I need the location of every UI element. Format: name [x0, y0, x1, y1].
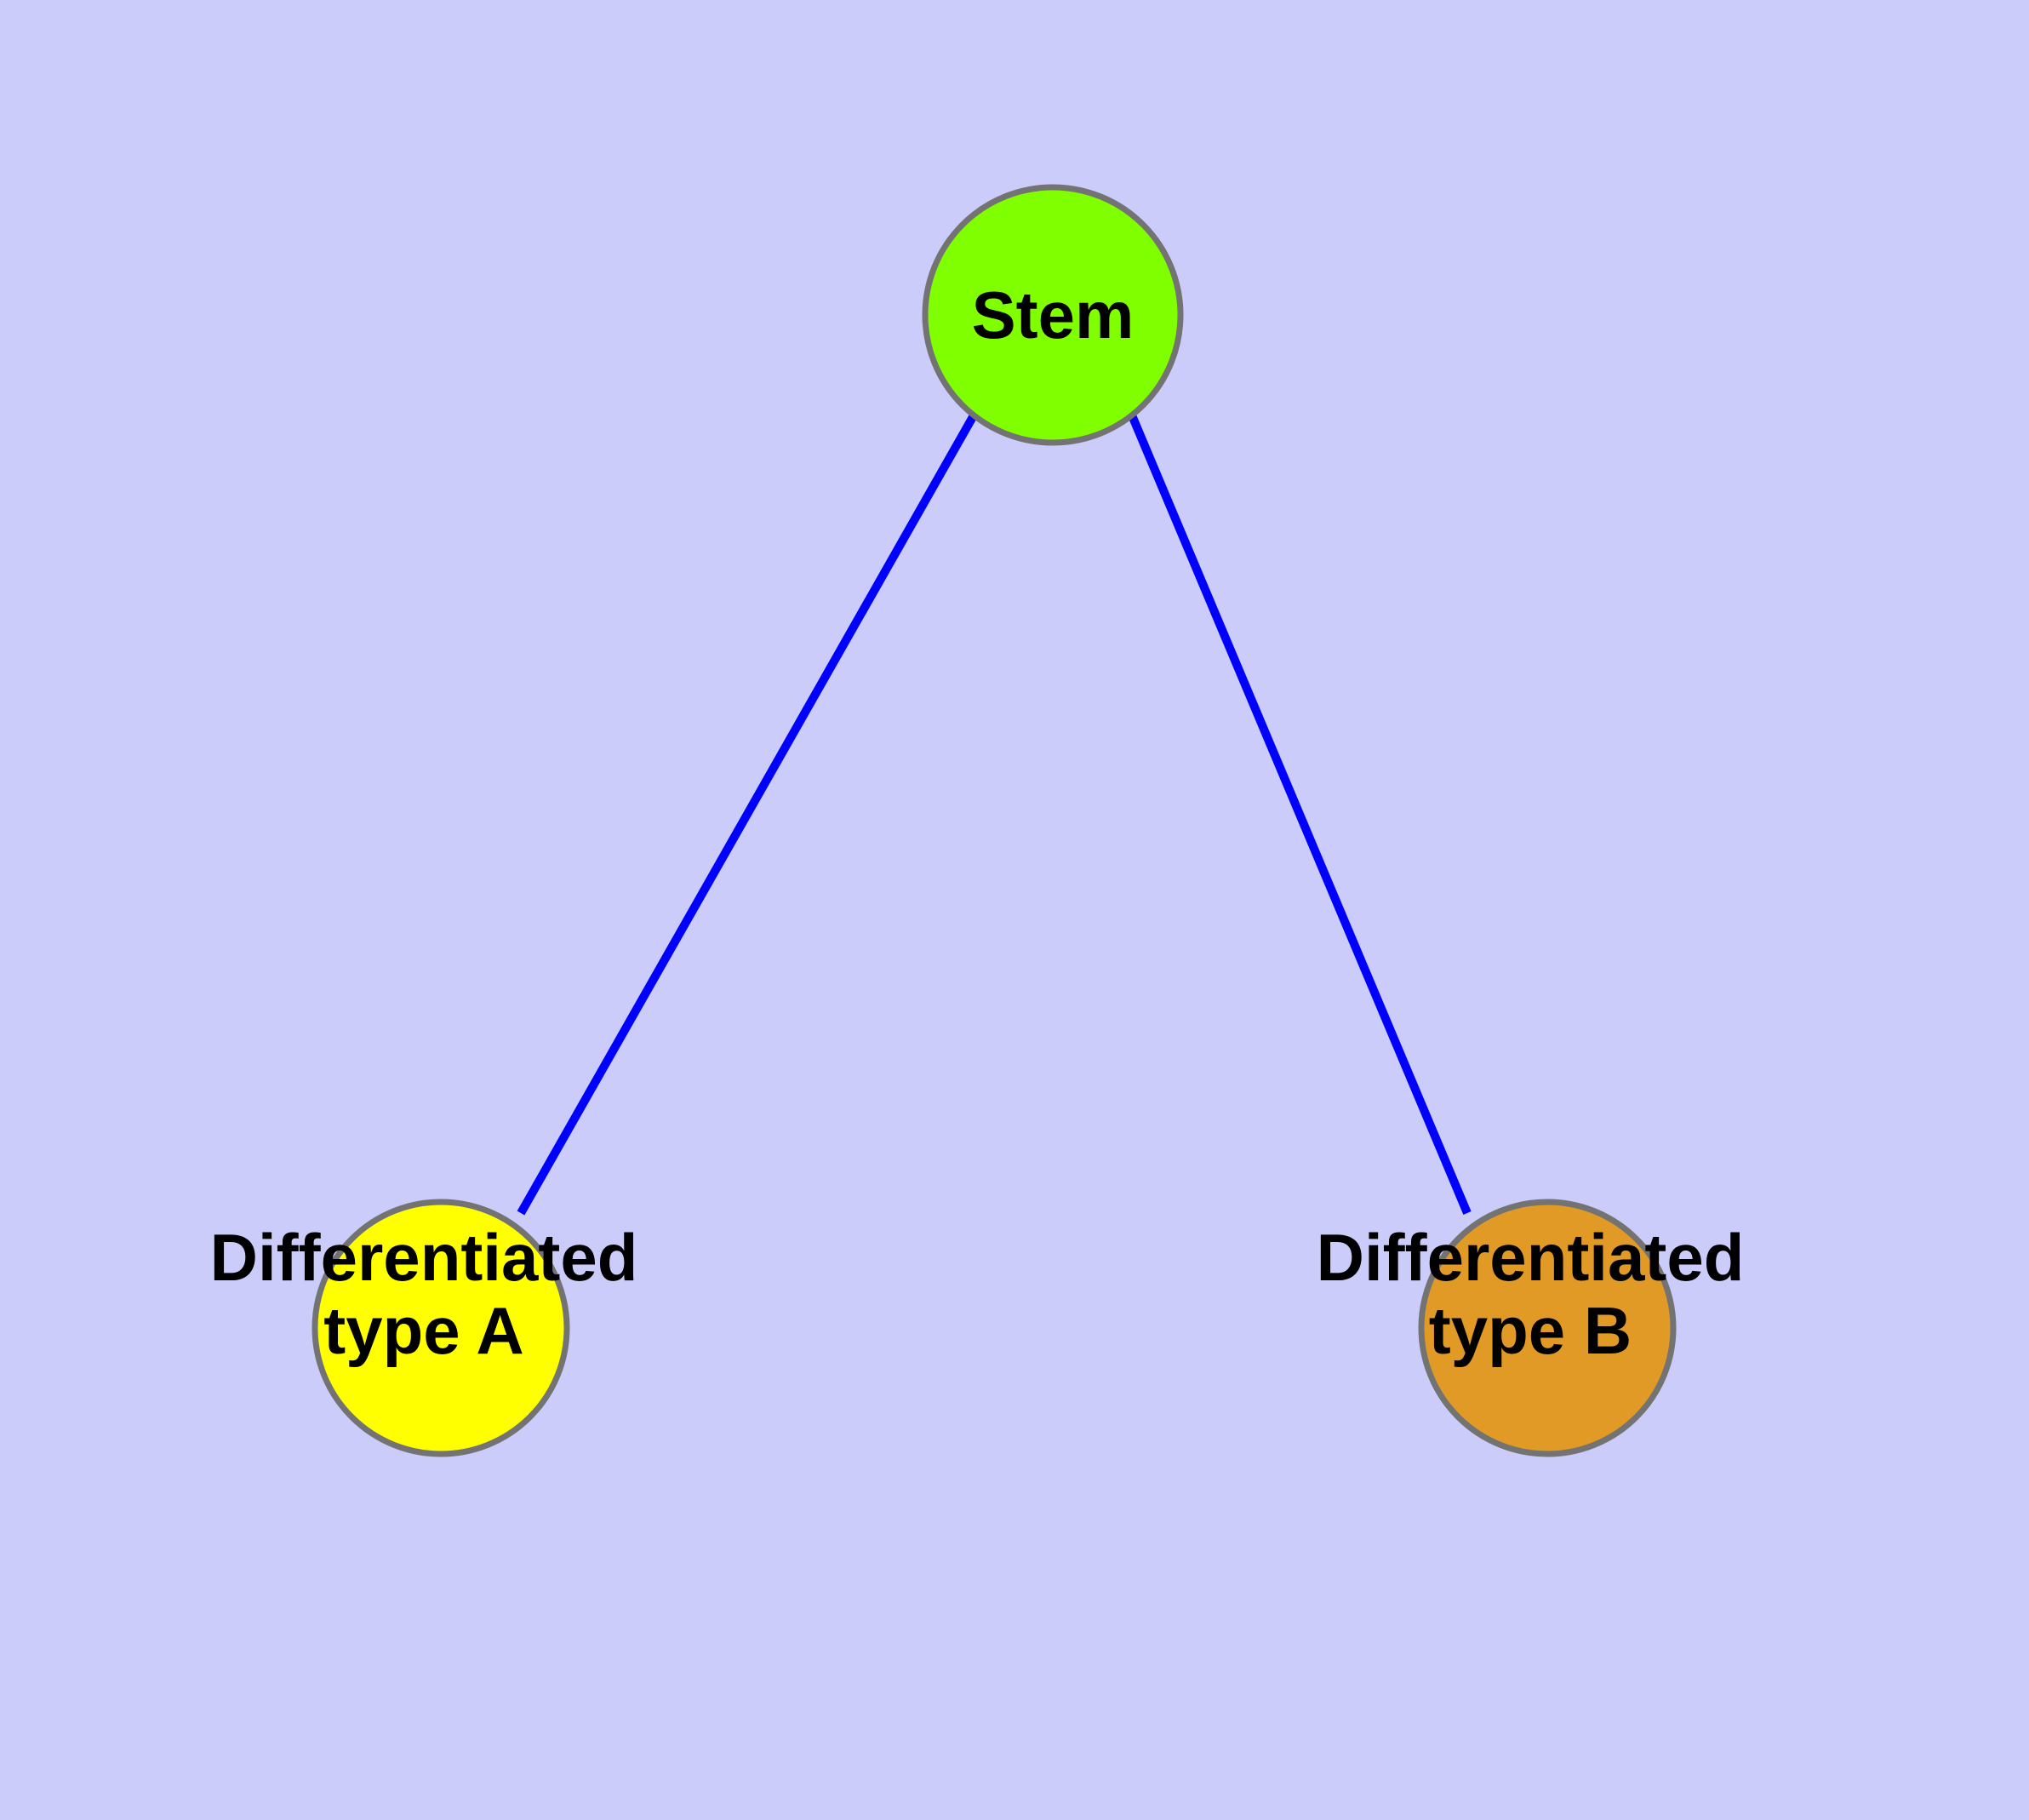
- graph-node-type-a[interactable]: [311, 1199, 570, 1457]
- graph-edge-stem-to-type-b[interactable]: [1128, 414, 1472, 1215]
- node-label-line: Differentiated: [1317, 1220, 1745, 1295]
- nodes-layer: [311, 184, 1677, 1457]
- node-label-line: Differentiated: [210, 1220, 638, 1295]
- graph-node-stem[interactable]: [922, 184, 1184, 446]
- edges-layer: [517, 413, 1472, 1216]
- graph-node-type-b[interactable]: [1418, 1199, 1677, 1457]
- node-label-line: type B: [1429, 1293, 1632, 1368]
- node-label-line: type A: [323, 1293, 524, 1368]
- node-label-line: Stem: [972, 278, 1135, 352]
- node-label-stem: Stem: [972, 278, 1135, 352]
- graph-edge-stem-to-type-a[interactable]: [517, 413, 978, 1216]
